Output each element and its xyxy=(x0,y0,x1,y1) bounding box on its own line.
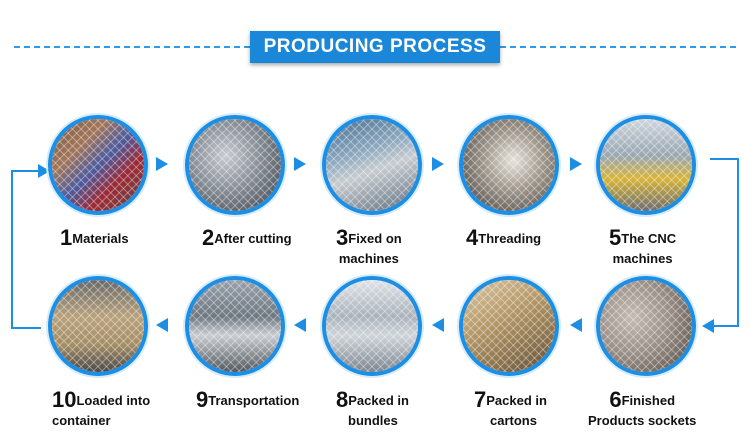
step-text-line-2: container xyxy=(52,411,150,431)
arrow-to-step-6-icon xyxy=(702,319,714,333)
step-3-label: 3Fixed on machines xyxy=(336,228,402,269)
arrow-7-6-icon xyxy=(570,318,582,332)
step-text: After cutting xyxy=(214,231,291,246)
step-10-photo xyxy=(48,276,148,376)
step-number: 3 xyxy=(336,225,348,250)
right-turn-line-top xyxy=(710,158,738,160)
step-number: 10 xyxy=(52,387,76,412)
arrow-8-7-icon xyxy=(432,318,444,332)
header-dashed-line-right xyxy=(500,46,736,48)
step-text-line-2: Products sockets xyxy=(588,411,696,431)
step-text: The CNC xyxy=(621,231,676,246)
step-7-label: 7Packed in cartons xyxy=(474,390,547,431)
arrow-10-9-icon xyxy=(156,318,168,332)
arrow-1-2-icon xyxy=(156,157,168,171)
step-text: Finished xyxy=(622,393,675,408)
step-text: Packed in xyxy=(486,393,547,408)
step-text-line-2: bundles xyxy=(336,411,409,431)
step-5-photo xyxy=(596,115,696,215)
step-1-label: 1Materials xyxy=(60,228,129,249)
step-7-photo xyxy=(459,276,559,376)
step-8-label: 8Packed in bundles xyxy=(336,390,409,431)
left-return-line xyxy=(11,170,13,328)
arrow-2-3-icon xyxy=(294,157,306,171)
step-text: Transportation xyxy=(208,393,299,408)
step-9-photo xyxy=(185,276,285,376)
step-text: Threading xyxy=(478,231,541,246)
step-number: 6 xyxy=(609,387,621,412)
step-number: 5 xyxy=(609,225,621,250)
step-number: 1 xyxy=(60,225,72,250)
step-10-label: 10Loaded into container xyxy=(52,390,150,431)
step-number: 7 xyxy=(474,387,486,412)
step-6-label: 6Finished Products sockets xyxy=(588,390,696,431)
title-banner: PRODUCING PROCESS xyxy=(250,31,500,63)
step-text: Loaded into xyxy=(76,393,150,408)
left-return-line-bottom xyxy=(11,327,41,329)
step-3-photo xyxy=(322,115,422,215)
step-number: 4 xyxy=(466,225,478,250)
step-number: 2 xyxy=(202,225,214,250)
step-text-line-2: machines xyxy=(336,249,402,269)
step-6-photo xyxy=(596,276,696,376)
step-8-photo xyxy=(322,276,422,376)
page-title: PRODUCING PROCESS xyxy=(264,36,487,57)
header-dashed-line-left xyxy=(14,46,250,48)
step-text: Packed in xyxy=(348,393,409,408)
left-return-line-top xyxy=(11,170,41,172)
step-1-photo xyxy=(48,115,148,215)
step-9-label: 9Transportation xyxy=(196,390,299,411)
step-4-label: 4Threading xyxy=(466,228,541,249)
step-4-photo xyxy=(459,115,559,215)
step-text: Materials xyxy=(72,231,128,246)
arrow-3-4-icon xyxy=(432,157,444,171)
right-turn-line-bottom xyxy=(712,325,739,327)
arrow-9-8-icon xyxy=(294,318,306,332)
right-turn-line xyxy=(737,158,739,326)
step-text-line-2: cartons xyxy=(474,411,547,431)
step-number: 8 xyxy=(336,387,348,412)
step-5-label: 5The CNC machines xyxy=(609,228,676,269)
arrow-4-5-icon xyxy=(570,157,582,171)
step-number: 9 xyxy=(196,387,208,412)
step-2-photo xyxy=(185,115,285,215)
step-text: Fixed on xyxy=(348,231,401,246)
step-2-label: 2After cutting xyxy=(202,228,292,249)
step-text-line-2: machines xyxy=(609,249,676,269)
